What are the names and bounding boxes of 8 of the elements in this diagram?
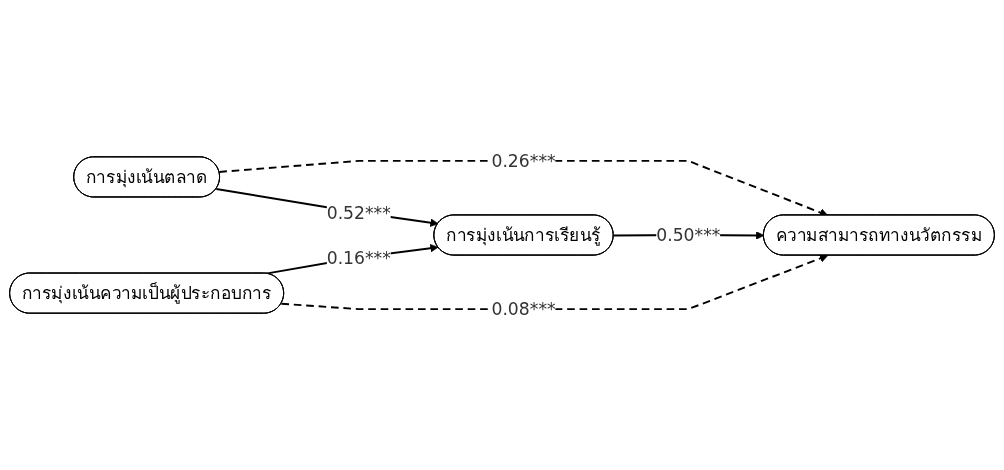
edge-label: 0.50*** [656, 224, 721, 246]
edge-label: 0.16*** [326, 247, 391, 268]
arrow [280, 254, 829, 311]
arrow [265, 244, 439, 275]
edge-label: 0.08*** [491, 299, 556, 320]
edge-label: 0.52*** [326, 202, 391, 223]
edge-label: 0.26*** [491, 150, 556, 171]
arrow [215, 188, 439, 227]
